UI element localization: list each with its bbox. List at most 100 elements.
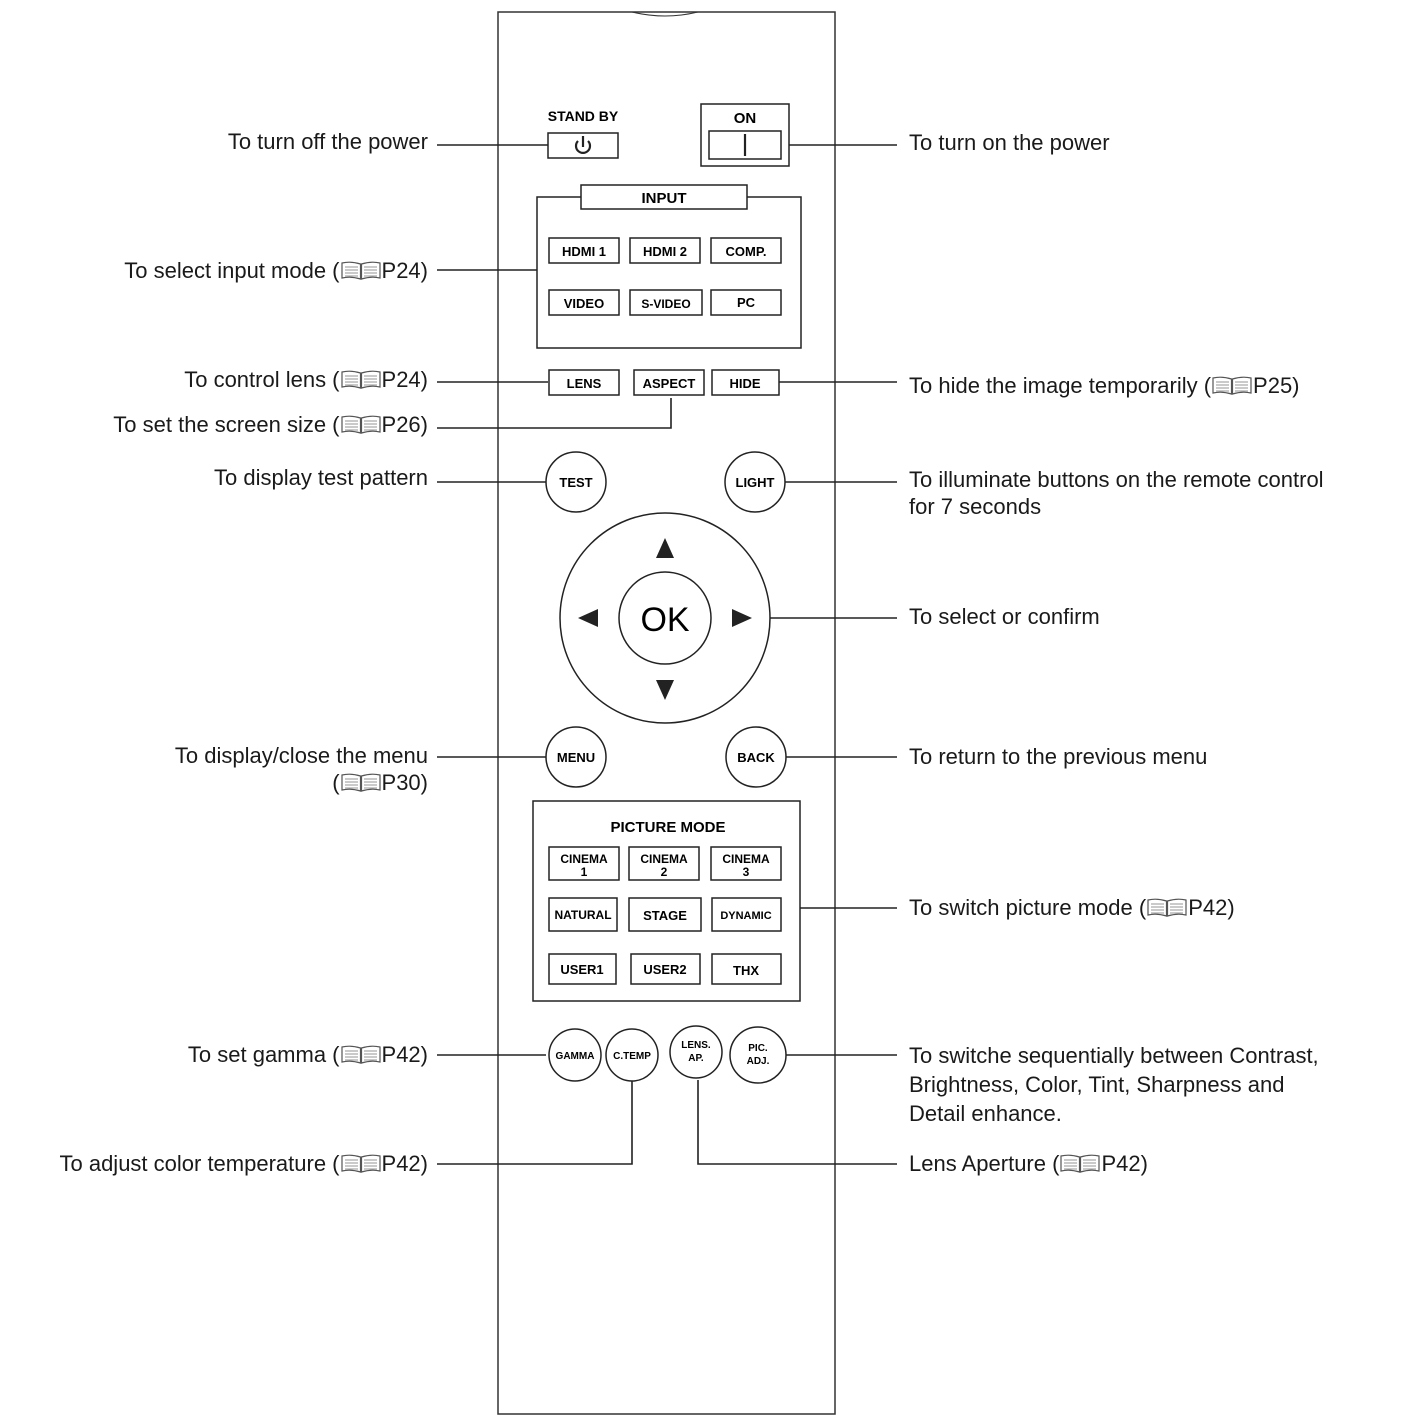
dynamic-button[interactable] (711, 897, 782, 932)
cinema3-label: CINEMA (722, 852, 770, 866)
up-arrow-icon[interactable] (656, 538, 674, 558)
ctemp-button[interactable] (605, 1028, 659, 1082)
callout-power-off: To turn off the power (227, 129, 428, 154)
video-button[interactable] (548, 289, 620, 316)
aspect-label: ASPECT (643, 376, 696, 391)
power-icon (574, 136, 592, 154)
test-button[interactable] (545, 451, 607, 513)
callout-picture-mode-text: To switch picture mode ( (909, 895, 1147, 920)
callout-menu-line1: To display/close the menu (174, 743, 428, 768)
callout-pic-adj-line3: Detail enhance. (909, 1101, 1062, 1126)
callout-menu: To display/close the menu ( P30) (175, 742, 428, 796)
callout-input-ref: P24) (381, 258, 428, 283)
aspect-button[interactable] (633, 369, 705, 396)
book-icon (341, 773, 381, 792)
callout-hide: To hide the image temporarily (P25) (909, 372, 1300, 399)
callout-select: To select or confirm (909, 604, 1100, 629)
left-arrow-icon[interactable] (578, 609, 598, 627)
callout-lens-ref: P24) (381, 367, 428, 392)
cinema1-button[interactable] (548, 846, 620, 881)
leader-lines (437, 144, 897, 1165)
callout-ctemp-text: To adjust color temperature ( (59, 1151, 340, 1176)
callout-light: To illuminate buttons on the remote cont… (909, 466, 1324, 520)
lens-button[interactable] (548, 369, 620, 396)
callout-lens-ap: Lens Aperture (P42) (909, 1150, 1148, 1177)
hide-button[interactable] (711, 369, 780, 396)
natural-button[interactable] (548, 897, 618, 932)
callout-aspect-ref: P26) (381, 412, 428, 437)
callout-test: To display test pattern (213, 465, 428, 490)
lens-ap-label2: AP. (688, 1053, 704, 1064)
hdmi2-button[interactable] (629, 237, 701, 264)
input-title-box (580, 184, 748, 210)
callout-gamma: To set gamma ( P42) (188, 1041, 428, 1068)
pc-button[interactable] (710, 289, 782, 316)
svideo-button[interactable] (629, 289, 703, 316)
callout-ctemp: To adjust color temperature ( P42) (59, 1150, 428, 1177)
callout-pic-adj-line1: To switche sequentially between Contrast… (909, 1043, 1319, 1068)
hide-label: HIDE (729, 376, 760, 391)
book-icon (341, 370, 381, 389)
stage-label: STAGE (643, 908, 687, 923)
book-icon (341, 261, 381, 280)
pic-adj-label: PIC. (748, 1043, 768, 1054)
right-arrow-icon[interactable] (732, 609, 752, 627)
light-button[interactable] (724, 451, 786, 513)
light-label: LIGHT (736, 475, 775, 490)
user2-label: USER2 (643, 962, 686, 977)
cinema3-button[interactable] (710, 846, 782, 881)
menu-label: MENU (557, 750, 595, 765)
user2-button[interactable] (630, 953, 701, 985)
dynamic-label: DYNAMIC (720, 910, 771, 922)
book-icon (1147, 898, 1187, 917)
cinema1-num: 1 (581, 865, 588, 879)
book-icon (1212, 376, 1252, 395)
stage-button[interactable] (628, 897, 702, 932)
menu-button[interactable] (545, 726, 607, 788)
callout-menu-paren: ( (332, 770, 340, 795)
cinema2-num: 2 (661, 865, 668, 879)
lens-ap-label: LENS. (681, 1040, 711, 1051)
hdmi1-button[interactable] (548, 237, 620, 264)
cinema1-label: CINEMA (560, 852, 608, 866)
ctemp-label: C.TEMP (613, 1051, 651, 1062)
callout-lens-ap-ref: P42) (1101, 1151, 1148, 1176)
gamma-button[interactable] (548, 1028, 602, 1082)
pic-adj-label2: ADJ. (747, 1056, 770, 1067)
down-arrow-icon[interactable] (656, 680, 674, 700)
user1-label: USER1 (560, 962, 603, 977)
comp-button[interactable] (710, 237, 782, 264)
natural-label: NATURAL (554, 908, 611, 922)
callout-aspect-text: To set the screen size ( (113, 412, 340, 437)
callout-lens-text: To control lens ( (184, 367, 340, 392)
callout-gamma-ref: P42) (381, 1042, 428, 1067)
book-icon (1060, 1154, 1100, 1173)
lens-ap-button[interactable] (669, 1025, 723, 1079)
callout-gamma-text: To set gamma ( (187, 1042, 340, 1067)
book-icon (341, 1154, 381, 1173)
callout-menu-line2: ( P30) (175, 769, 428, 796)
test-label: TEST (559, 475, 592, 490)
callout-ctemp-ref: P42) (381, 1151, 428, 1176)
on-button[interactable] (700, 103, 790, 167)
cinema2-button[interactable] (628, 846, 700, 881)
book-icon (341, 415, 381, 434)
back-button[interactable] (725, 726, 787, 788)
callout-power-on: To turn on the power (909, 130, 1110, 155)
svideo-label: S-VIDEO (641, 297, 690, 311)
hdmi2-label: HDMI 2 (643, 244, 687, 259)
callout-pic-adj: To switche sequentially between Contrast… (909, 1041, 1319, 1128)
callout-picture-mode: To switch picture mode (P42) (909, 894, 1235, 921)
thx-button[interactable] (711, 953, 782, 985)
pic-adj-button[interactable] (729, 1026, 787, 1084)
callout-hide-ref: P25) (1253, 373, 1300, 398)
callout-menu-ref: P30) (381, 770, 428, 795)
callout-light-line2: for 7 seconds (909, 494, 1042, 519)
input-title: INPUT (642, 190, 687, 207)
user1-button[interactable] (548, 953, 617, 985)
thx-label: THX (733, 963, 759, 978)
ok-button[interactable] (618, 571, 712, 665)
standby-button[interactable] (547, 132, 619, 159)
remote-top-arc (631, 11, 699, 17)
